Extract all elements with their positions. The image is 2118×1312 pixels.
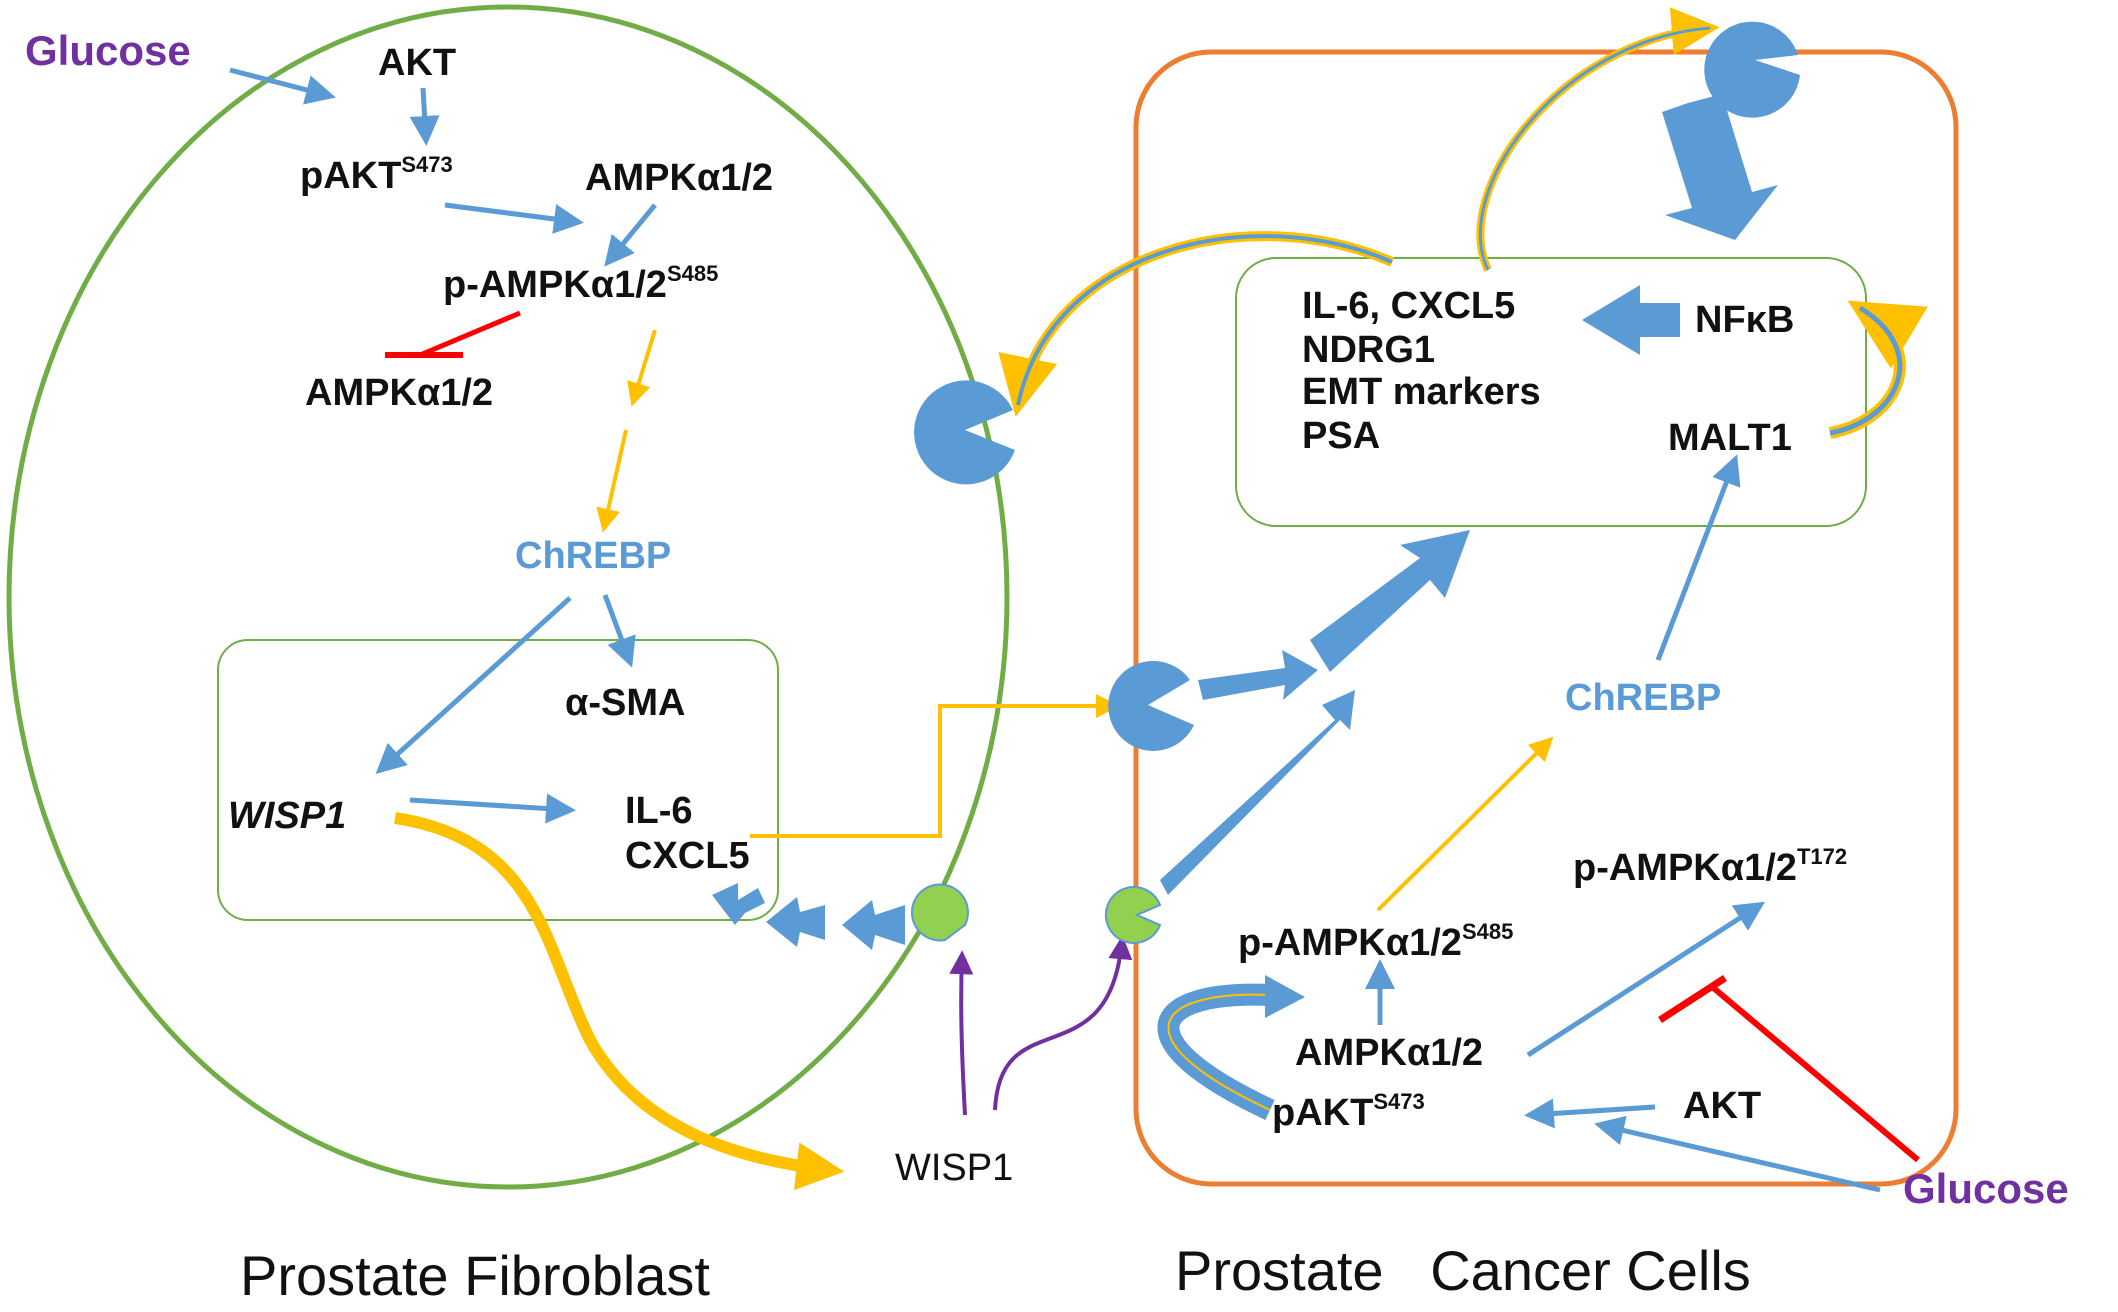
arrow-ampk-to-pampk-t172	[1526, 901, 1766, 1058]
fibroblast-ampk-top-label: AMPKα1/2	[585, 157, 773, 199]
cytokine-receptor-cancer-mid	[1108, 660, 1194, 751]
arrow-malt1-to-nfkb-body	[1829, 305, 1903, 436]
cytokine-receptor-cancer-top	[1704, 21, 1800, 118]
arrow-chrebp-to-wisp1	[375, 596, 572, 775]
arrow-akt-to-pakt	[409, 87, 440, 146]
fibroblast-wisp1-gene-label: WISP1	[228, 795, 346, 837]
cancer-target-3: EMT markers	[1302, 371, 1541, 413]
fibroblast-glucose-label: Glucose	[25, 27, 191, 74]
arrow-wisp1-to-il6	[409, 793, 576, 824]
fibroblast-nucleus-box	[217, 639, 779, 921]
arrow-pakt-to-pampk	[444, 202, 584, 234]
fibroblast-pakt-label: pAKTS473	[300, 152, 453, 197]
fibroblast-ampk-inhibited-label: AMPKα1/2	[305, 372, 493, 414]
fibroblast-il6-label: IL-6	[625, 790, 693, 832]
cancer-nucleus-box	[1235, 257, 1867, 527]
arrow-pakt-to-pampk-cancer-edge	[1167, 993, 1271, 1111]
arrow-wisp1-to-cancer-receptor	[993, 935, 1133, 1111]
arrow-pampk-to-chrebp-cancer	[1376, 736, 1554, 912]
wisp1-receptor-cancer	[1104, 886, 1162, 944]
cancer-malt1-label: MALT1	[1668, 417, 1792, 459]
cancer-target-1: IL-6, CXCL5	[1302, 285, 1515, 327]
block-arrow-nfkb-to-targets	[1582, 285, 1680, 355]
arrow-chrebp-to-malt1	[1655, 454, 1741, 661]
arrow-chrebp-to-sma	[602, 594, 636, 668]
fibroblast-sma-label: α-SMA	[565, 682, 685, 724]
cancer-target-4: PSA	[1302, 415, 1380, 457]
inhibit-pampk-to-ampk	[419, 310, 521, 358]
cancer-cell-outline	[1133, 49, 1959, 1187]
cancer-pampk-s485-label: p-AMPKα1/2S485	[1238, 919, 1513, 964]
block-arrow-receptor-to-targets-1	[1160, 690, 1355, 895]
arrow-akt-to-pakt-cancer	[1524, 1098, 1656, 1129]
arrow-glucose-to-akt	[229, 67, 336, 105]
inhibit-bar-cancer	[1658, 975, 1727, 1023]
arrow-malt1-to-nfkb	[1828, 300, 1928, 439]
arrow-pampk-to-chrebp-2	[596, 429, 628, 533]
arrow-il6-to-cancer-receptor	[750, 694, 1120, 838]
fibroblast-title: Prostate Fibroblast	[240, 1244, 710, 1307]
block-arrow-1	[842, 900, 905, 950]
block-arrow-receptor-to-targets-2	[1198, 650, 1318, 700]
wisp1-receptor-fibroblast	[911, 883, 969, 942]
cancer-ampk-label: AMPKα1/2	[1295, 1032, 1483, 1074]
arrow-wisp1-to-fibroblast-receptor	[949, 950, 974, 1116]
cancer-pampk-t172-label: p-AMPKα1/2T172	[1573, 844, 1847, 889]
block-arrow-pacman-to-nfkb	[1662, 94, 1778, 240]
arrow-pakt-to-pampk-cancer	[1157, 983, 1275, 1120]
fibroblast-akt-label: AKT	[378, 42, 456, 84]
fibroblast-pampk-label: p-AMPKα1/2S485	[443, 261, 718, 306]
inhibit-glucose-to-t172	[1708, 982, 1920, 1163]
cancer-nfkb-label: NFκB	[1695, 299, 1794, 341]
fibroblast-chrebp-label: ChREBP	[515, 535, 671, 577]
fibroblast-cxcl5-label: CXCL5	[625, 835, 750, 877]
fibroblast-cell-outline	[6, 4, 1010, 1190]
arrow-ampk-to-pampk	[604, 203, 657, 267]
cancer-title: Prostate Cancer Cells	[1175, 1239, 1751, 1302]
cancer-target-2: NDRG1	[1302, 329, 1435, 371]
arrow-il6-to-top-receptor-body	[1478, 26, 1711, 271]
cytokine-receptor-fibroblast	[914, 380, 1015, 485]
cancer-pakt-label: pAKTS473	[1272, 1089, 1425, 1134]
arrow-pakt-to-pampk-cancer-head	[1265, 975, 1305, 1018]
block-arrow-receptor-to-targets-3	[1310, 530, 1470, 672]
block-arrow-2	[766, 897, 825, 947]
arrow-il6-to-fibroblast-receptor-body	[1016, 234, 1393, 406]
arrow-pampk-to-chrebp-1	[627, 329, 657, 407]
arrow-wisp1-secretion	[394, 812, 845, 1191]
secreted-wisp1-label: WISP1	[895, 1147, 1013, 1189]
cancer-chrebp-label: ChREBP	[1565, 677, 1721, 719]
cancer-akt-label: AKT	[1683, 1085, 1761, 1127]
cancer-glucose-label: Glucose	[1903, 1165, 2069, 1212]
arrow-glucose-to-akt-cancer	[1594, 1115, 1881, 1193]
block-arrow-3	[712, 883, 765, 925]
